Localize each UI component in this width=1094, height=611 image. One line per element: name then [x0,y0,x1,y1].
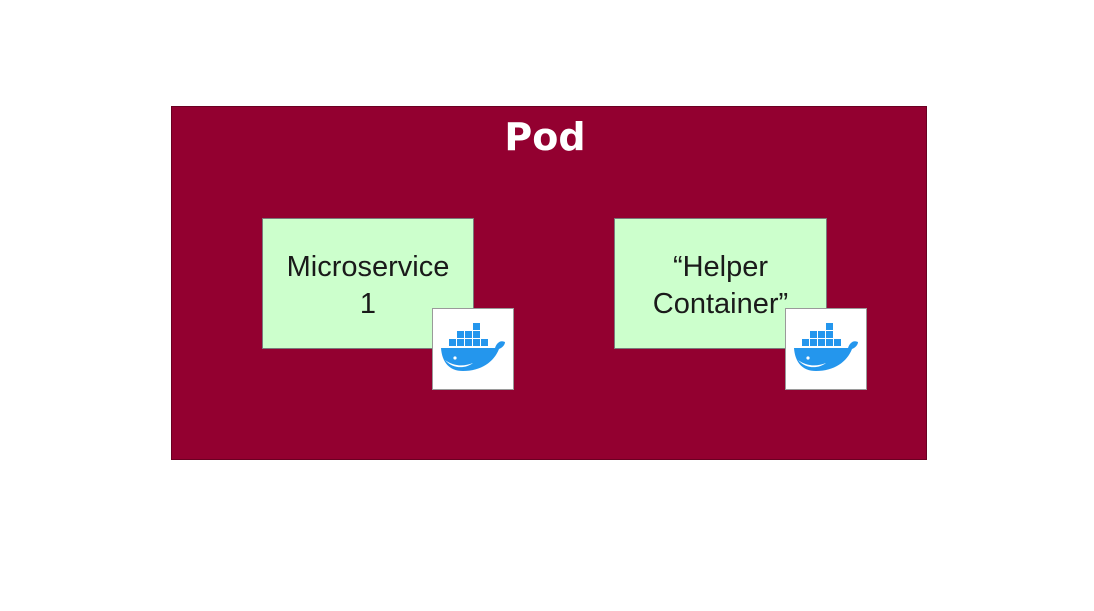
container-label-line1: “Helper [672,251,769,283]
container-label-line2: Container” [652,288,789,320]
docker-whale-icon [794,323,858,371]
docker-logo-tile [432,308,514,390]
container-label-line2: 1 [359,288,377,320]
docker-logo-tile [785,308,867,390]
docker-whale-icon [441,323,505,371]
helper-container-box: “Helper Container” [614,218,827,349]
container-label-line1: Microservice [286,251,450,283]
